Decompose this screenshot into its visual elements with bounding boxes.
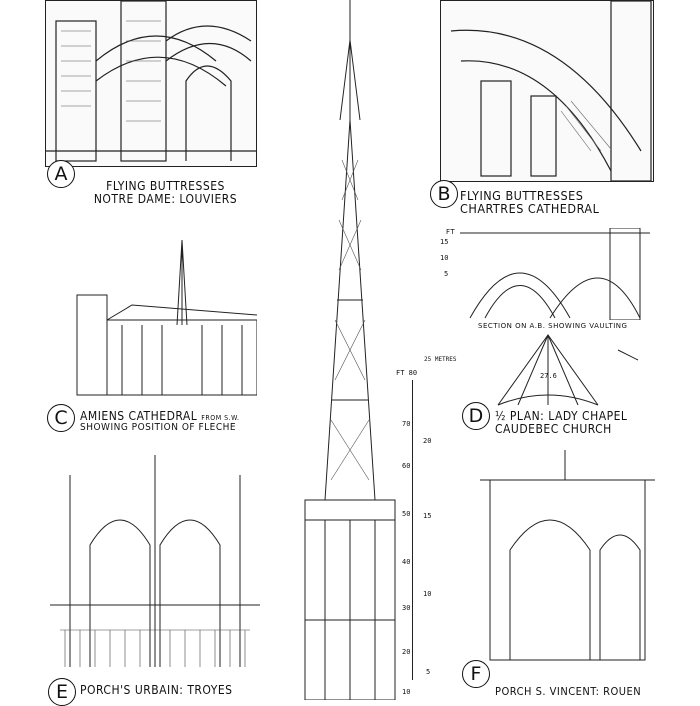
scale-ft-20: 20	[402, 648, 411, 656]
porch-urbain-drawing	[50, 455, 260, 667]
plate-c-letter: C	[47, 404, 75, 432]
section-drawing	[460, 228, 650, 320]
plate-d-illustration	[488, 330, 653, 410]
plate-e-illustration	[50, 455, 260, 667]
flying-buttress-drawing	[46, 1, 256, 162]
scale-m-header: 25 METRES	[424, 356, 457, 363]
plate-b-illustration	[440, 0, 654, 182]
scale-ft-30: 30	[402, 604, 411, 612]
plate-a-line2: NOTRE DAME: LOUVIERS	[93, 191, 238, 206]
scale-m-15: 15	[423, 512, 432, 520]
scale-ft-50: 50	[402, 510, 411, 518]
plate-c-line1: AMIENS CATHEDRAL	[80, 409, 198, 423]
section-vaulting-illustration	[460, 228, 650, 320]
scale-ft-60: 60	[402, 462, 411, 470]
spire-illustration	[285, 0, 415, 700]
section-mark-5: 5	[444, 270, 449, 278]
plate-f-caption: PORCH S. VINCENT: ROUEN	[495, 685, 642, 698]
scale-ft-header: FT 80	[396, 369, 418, 377]
fleche-spire-drawing	[304, 0, 396, 700]
porch-vincent-drawing	[480, 450, 655, 661]
scale-ft-40: 40	[402, 558, 411, 566]
lady-chapel-plan-drawing	[497, 334, 639, 406]
plate-b-letter: B	[430, 180, 458, 208]
plate-a-illustration	[45, 0, 257, 167]
section-mark-15: 15	[440, 238, 449, 246]
plate-f-letter: F	[462, 660, 490, 688]
plate-c-line2: SHOWING POSITION OF FLECHE	[80, 421, 237, 433]
plate-f-illustration	[480, 450, 655, 665]
plate-c-from: FROM S.W.	[201, 414, 240, 422]
scale-ft-10: 10	[402, 688, 411, 696]
scale-m-10: 10	[423, 590, 432, 598]
plate-c-caption: AMIENS CATHEDRAL FROM S.W. SHOWING POSIT…	[80, 410, 300, 433]
plate-d-letter: D	[462, 402, 490, 430]
plate-b-line2: CHARTRES CATHEDRAL	[460, 201, 600, 217]
plate-b-line1: FLYING BUTTRESSES	[460, 188, 584, 203]
section-unit: FT	[446, 228, 456, 236]
plate-e-letter: E	[48, 678, 76, 706]
scale-m-5: 5	[426, 668, 431, 676]
vaulting-drawing	[450, 1, 652, 181]
scale-bar	[412, 380, 413, 680]
plate-d-caption: ½ PLAN: LADY CHAPEL CAUDEBEC CHURCH	[495, 410, 675, 435]
section-mark-10: 10	[440, 254, 449, 262]
amiens-cathedral-drawing	[76, 239, 257, 396]
plate-b-caption: FLYING BUTTRESSES CHARTRES CATHEDRAL	[460, 189, 660, 215]
plate-c-illustration	[72, 235, 257, 400]
plan-mark: 27.6	[540, 372, 557, 380]
plate-a-line1: FLYING BUTTRESSES	[106, 179, 225, 193]
plate-e-caption: PORCH'S URBAIN: TROYES	[80, 683, 233, 697]
scale-m-20: 20	[423, 437, 432, 445]
plate-d-line1: ½ PLAN: LADY CHAPEL	[495, 409, 628, 423]
section-caption: SECTION ON A.B. SHOWING VAULTING	[478, 322, 628, 330]
plate-a-caption: FLYING BUTTRESSES NOTRE DAME: LOUVIERS	[73, 180, 258, 205]
scale-ft-70: 70	[402, 420, 411, 428]
plate-a-letter: A	[47, 160, 75, 188]
plate-d-line2: CAUDEBEC CHURCH	[495, 421, 612, 436]
